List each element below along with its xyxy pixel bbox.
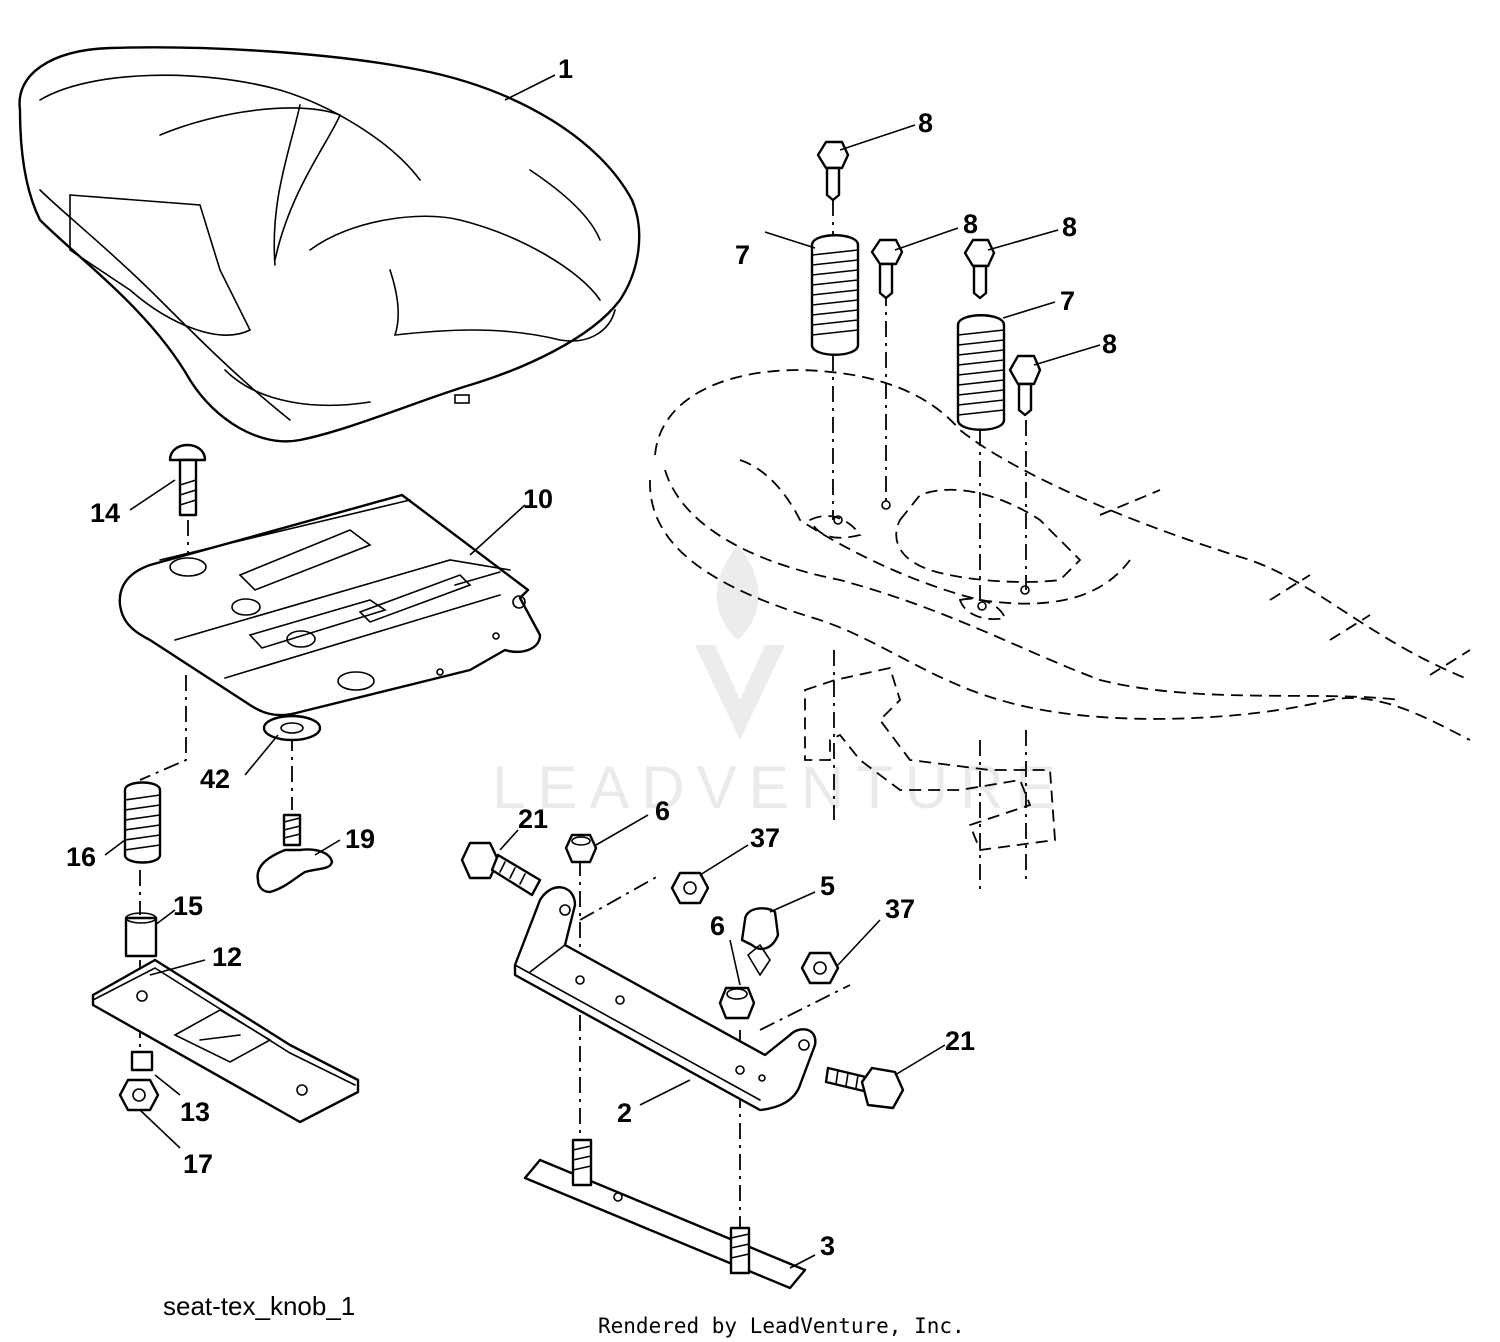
- callout-nut-17: 17: [183, 1149, 213, 1179]
- spring-16-part: [123, 781, 162, 864]
- leader-lines: [104, 74, 1101, 1269]
- frame-outline: [649, 369, 1471, 851]
- bolt-8-middle-left-part: [870, 238, 904, 300]
- callout-knob: 19: [345, 824, 375, 854]
- bolt-8-top-part: [816, 140, 850, 202]
- watermark-text: LEADVENTURE: [492, 754, 1067, 821]
- callout-nut-6-bottom: 6: [710, 911, 725, 941]
- callout-bolt-21-right: 21: [945, 1026, 975, 1056]
- bolt-8-middle-right-part: [963, 238, 996, 300]
- callout-spacer: 15: [173, 891, 203, 921]
- seat-bracket-part: [513, 886, 817, 1112]
- callout-spring-16: 16: [66, 842, 96, 872]
- washer-part: [262, 714, 322, 742]
- nut-37-bottom-part: [800, 951, 840, 985]
- nuts-13-17-part: [118, 1050, 160, 1112]
- callout-bolt-8-top: 8: [918, 108, 933, 138]
- knob-part: [256, 813, 334, 894]
- callout-bolt-8-middle-left: 8: [963, 209, 978, 239]
- callout-clip: 5: [820, 871, 835, 901]
- callout-spring-7-left: 7: [735, 240, 750, 270]
- callout-bolt-8-middle-right: 8: [1062, 212, 1077, 242]
- nut-6-top-part: [564, 833, 598, 864]
- callout-bolt-8-right: 8: [1102, 329, 1117, 359]
- carriage-bolt-part: [168, 443, 207, 517]
- callout-carriage-bolt: 14: [90, 498, 120, 528]
- callout-base-plate: 3: [820, 1231, 835, 1261]
- callout-washer: 42: [200, 764, 230, 794]
- nut-37-top-part: [670, 871, 710, 905]
- base-plate-part: [523, 1138, 807, 1290]
- callout-spring-7-right: 7: [1060, 286, 1075, 316]
- spacer-part: [124, 912, 158, 958]
- callout-nut-13: 13: [180, 1097, 210, 1127]
- bolt-21-right-part: [824, 1066, 905, 1110]
- spring-7-right-part: [956, 314, 1006, 431]
- callout-bolt-21-left: 21: [518, 804, 548, 834]
- seat-part: [18, 46, 641, 443]
- render-credit: Rendered by LeadVenture, Inc.: [598, 1314, 965, 1338]
- spring-7-left-part: [810, 234, 860, 356]
- clip-part: [740, 907, 780, 977]
- callout-seat-pan: 10: [523, 484, 553, 514]
- bolt-8-right-part: [1008, 354, 1042, 417]
- callout-nut-6-top: 6: [655, 796, 670, 826]
- bolt-21-left-part: [460, 841, 542, 897]
- callout-labels: 1 2 3 5 6 6 7 7 8 8 8 8 10 12 13 14 15 1…: [66, 54, 1117, 1261]
- seat-pan-part: [118, 493, 542, 717]
- leadventure-watermark-logo: LEADVENTURE: [492, 545, 1067, 821]
- callout-nut-37-bottom: 37: [885, 894, 915, 924]
- nut-6-bottom-part: [718, 986, 756, 1020]
- callout-slide-plate: 12: [212, 942, 242, 972]
- slide-plate-part: [91, 958, 360, 1124]
- diagram-caption: seat-tex_knob_1: [163, 1291, 355, 1321]
- callout-seat-bracket: 2: [617, 1098, 632, 1128]
- callout-seat: 1: [558, 54, 573, 84]
- callout-nut-37-top: 37: [750, 823, 780, 853]
